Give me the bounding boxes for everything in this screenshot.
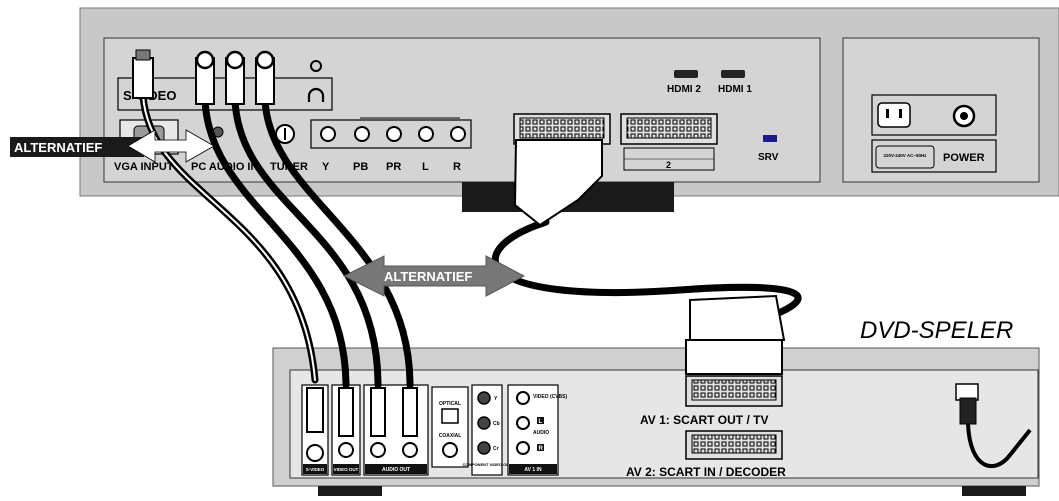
component-input-block (310, 119, 472, 149)
vga-input-label: VGA INPUT (114, 161, 174, 173)
alternatief-arrow-top: ALTERNATIEF (10, 129, 215, 163)
dvd-coaxial-label: COAXIAL (439, 433, 462, 439)
dvd-video-cvbs-label: VIDEO (CVBS) (533, 394, 568, 400)
alternatief-arrow-mid: ALTERNATIEF (342, 255, 526, 297)
dvd-player-back-panel: DVD-SPELER S-VIDEO VIDEO OUT AUDIO OUT O… (272, 317, 1040, 496)
alternatief-mid-label: ALTERNATIEF (384, 269, 472, 284)
dvd-audioout-label: AUDIO OUT (382, 467, 410, 473)
dvd-component-cb: Cb (493, 421, 500, 427)
hdmi-2-port (674, 70, 698, 78)
cable-plugs (132, 49, 786, 437)
optical-port (441, 408, 459, 424)
dvd-audio-r-label: R (539, 446, 544, 452)
srv-port (763, 135, 777, 142)
dvd-scart-in-label: AV 2: SCART IN / DECODER (626, 465, 786, 479)
scart-2-number: 2 (666, 160, 671, 170)
power-socket-block (871, 94, 997, 136)
dvd-component-y: Y (494, 396, 498, 402)
headphone-jack (310, 60, 322, 72)
power-label: POWER (943, 152, 985, 164)
power-socket (877, 102, 911, 128)
dvd-optical-label: OPTICAL (439, 401, 461, 407)
dvd-videoout-label: VIDEO OUT (334, 467, 359, 472)
dvd-audio-l-label: L (539, 419, 543, 425)
voltage-label: 220V-240V AC~50Hz (884, 153, 928, 158)
component-label-l: L (422, 161, 429, 173)
dvd-scart-out (685, 375, 783, 407)
dvd-component-out-label: COMPONENT VIDEO OUT (462, 462, 512, 467)
component-label-r: R (453, 161, 461, 173)
hdmi-1-port (721, 70, 745, 78)
dvd-audio-label: AUDIO (533, 430, 549, 436)
coaxial-port (442, 442, 458, 458)
hdmi-1-label: HDMI 1 (718, 84, 752, 95)
hdmi-2-label: HDMI 2 (667, 84, 701, 95)
component-label-pr: PR (386, 161, 401, 173)
dvd-component-cr: Cr (493, 446, 499, 452)
dvd-scart-out-label: AV 1: SCART OUT / TV (640, 413, 768, 427)
dvd-scart-in (685, 430, 783, 460)
component-label-y: Y (322, 161, 330, 173)
power-label-block (871, 139, 997, 173)
headphone-icon (307, 87, 325, 102)
component-label-pb: PB (353, 161, 368, 173)
dvd-power-plug (955, 383, 1032, 468)
dvd-svideo-label: S-VIDEO (306, 467, 325, 472)
dvd-av1in-label: AV 1 IN (524, 467, 542, 473)
tv-scart-2 (620, 113, 718, 145)
dvd-player-title: DVD-SPELER (860, 317, 1013, 344)
alternatief-top-label: ALTERNATIEF (14, 140, 102, 155)
srv-label: SRV (758, 152, 779, 163)
